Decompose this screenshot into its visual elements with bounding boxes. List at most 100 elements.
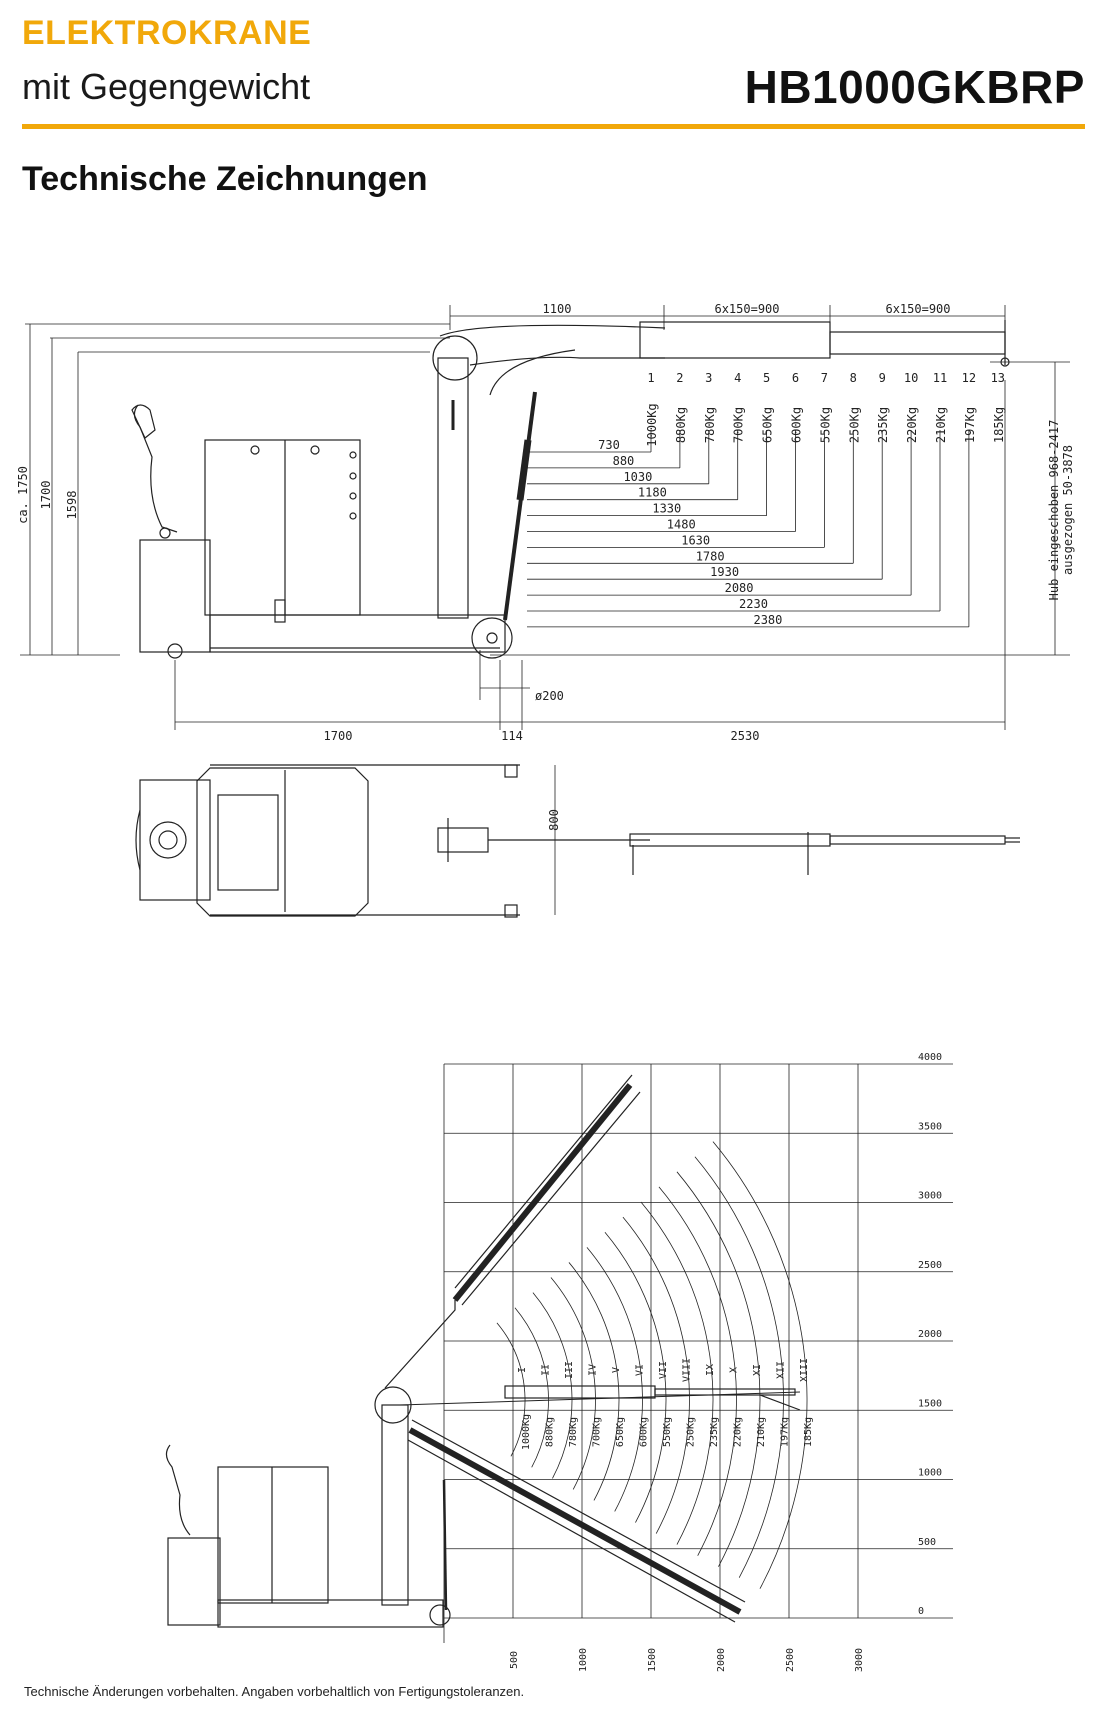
range-load-label: 550Kg [662,1417,673,1447]
range-load-label: 220Kg [733,1417,744,1447]
y-axis-tick: 3500 [918,1121,942,1132]
position-number: 10 [904,371,918,385]
position-load: 250Kg [847,407,861,443]
position-load: 197Kg [963,407,977,443]
x-axis-tick: 2500 [785,1648,796,1672]
range-roman-label: II [541,1364,552,1376]
x-axis-tick: 3000 [854,1648,865,1672]
dim-boom-length: 1100 [543,302,572,316]
range-arc [550,1277,596,1490]
x-axis-tick: 2000 [716,1648,727,1672]
y-axis-tick: 4000 [918,1052,942,1063]
range-load-label: 1000Kg [521,1414,532,1450]
y-axis-tick: 0 [918,1606,924,1617]
range-arc [604,1231,667,1523]
reach-value: 2380 [753,613,782,627]
range-roman-label: IX [705,1364,716,1376]
reach-value: 2230 [739,597,768,611]
position-load: 185Kg [992,407,1006,443]
position-load: 550Kg [818,407,832,443]
dim-base-length: 1700 [324,729,353,743]
model-number: HB1000GKBRP [744,61,1085,113]
header-divider [22,124,1085,129]
y-axis-tick: 500 [918,1537,936,1548]
reach-value: 1030 [623,470,652,484]
section-title: Technische Zeichnungen [22,160,428,198]
range-roman-label: VIII [682,1358,693,1382]
position-number: 11 [933,371,947,385]
x-axis-tick: 500 [509,1651,520,1669]
position-load: 700Kg [732,407,746,443]
side-view-dimensions [20,305,1070,730]
position-load: 880Kg [674,407,688,443]
y-axis-tick: 1500 [918,1398,942,1409]
dim-height-1598: 1598 [65,491,79,520]
range-arc [496,1322,526,1457]
range-arc [640,1201,714,1545]
reach-value: 1930 [710,565,739,579]
reach-lines [527,430,970,628]
range-load-label: 235Kg [709,1417,720,1447]
wheel-diameter: ø200 [535,689,564,703]
range-roman-label: IV [588,1364,599,1376]
range-grid [443,1063,953,1643]
range-arc [622,1216,690,1534]
reach-value: 1480 [667,518,696,532]
position-load: 650Kg [761,407,775,443]
range-roman-label: X [729,1367,740,1373]
top-view-crane [135,764,1020,918]
dim-reach-2530: 2530 [731,729,760,743]
position-load: 600Kg [790,407,804,443]
position-number: 7 [821,371,828,385]
footer-note: Technische Änderungen vorbehalten. Angab… [24,1684,525,1699]
range-load-label: 600Kg [639,1417,650,1447]
reach-value: 1180 [638,486,667,500]
y-axis-tick: 1000 [918,1468,942,1479]
dim-height-1700: 1700 [39,481,53,510]
position-number: 12 [962,371,976,385]
range-load-label: 880Kg [545,1417,556,1447]
x-axis-tick: 1000 [578,1648,589,1672]
reach-value: 880 [613,454,635,468]
position-load: 780Kg [703,407,717,443]
range-roman-label: XII [776,1361,787,1379]
range-arc [586,1247,643,1512]
position-load: 210Kg [934,407,948,443]
reach-value: 1330 [652,502,681,516]
range-load-label: 197Kg [780,1417,791,1447]
dim-total-height: ca. 1750 [16,466,30,524]
dim-width-800: 800 [547,809,561,831]
range-roman-label: VI [635,1364,646,1376]
position-number: 1 [647,371,654,385]
range-crane [165,1074,801,1628]
position-number: 13 [991,371,1005,385]
range-roman-label: XIII [799,1358,810,1382]
reach-value: 2080 [725,581,754,595]
dim-segment-2: 6x150=900 [885,302,950,316]
product-category: ELEKTROKRANE [22,14,312,52]
reach-value: 1780 [696,549,725,563]
dim-segment-1: 6x150=900 [714,302,779,316]
range-arcs [496,1141,808,1589]
range-roman-label: V [611,1367,622,1373]
range-roman-label: XI [752,1364,763,1376]
range-arc [568,1262,620,1501]
range-arc [712,1141,808,1589]
range-arc [514,1307,549,1468]
side-view-crane [131,320,1010,659]
y-axis-tick: 3000 [918,1191,942,1202]
range-load-label: 250Kg [686,1417,697,1447]
position-load: 235Kg [876,407,890,443]
range-load-label: 650Kg [615,1417,626,1447]
range-arc [532,1292,573,1479]
position-number: 3 [705,371,712,385]
range-roman-label: VII [658,1361,669,1379]
range-roman-label: I [517,1367,528,1373]
range-load-label: 780Kg [568,1417,579,1447]
position-load: 220Kg [905,407,919,443]
position-number: 5 [763,371,770,385]
range-arc [694,1156,784,1578]
range-arc [658,1186,737,1556]
hub-retracted: Hub eingeschoben 968-2417 [1047,420,1061,601]
